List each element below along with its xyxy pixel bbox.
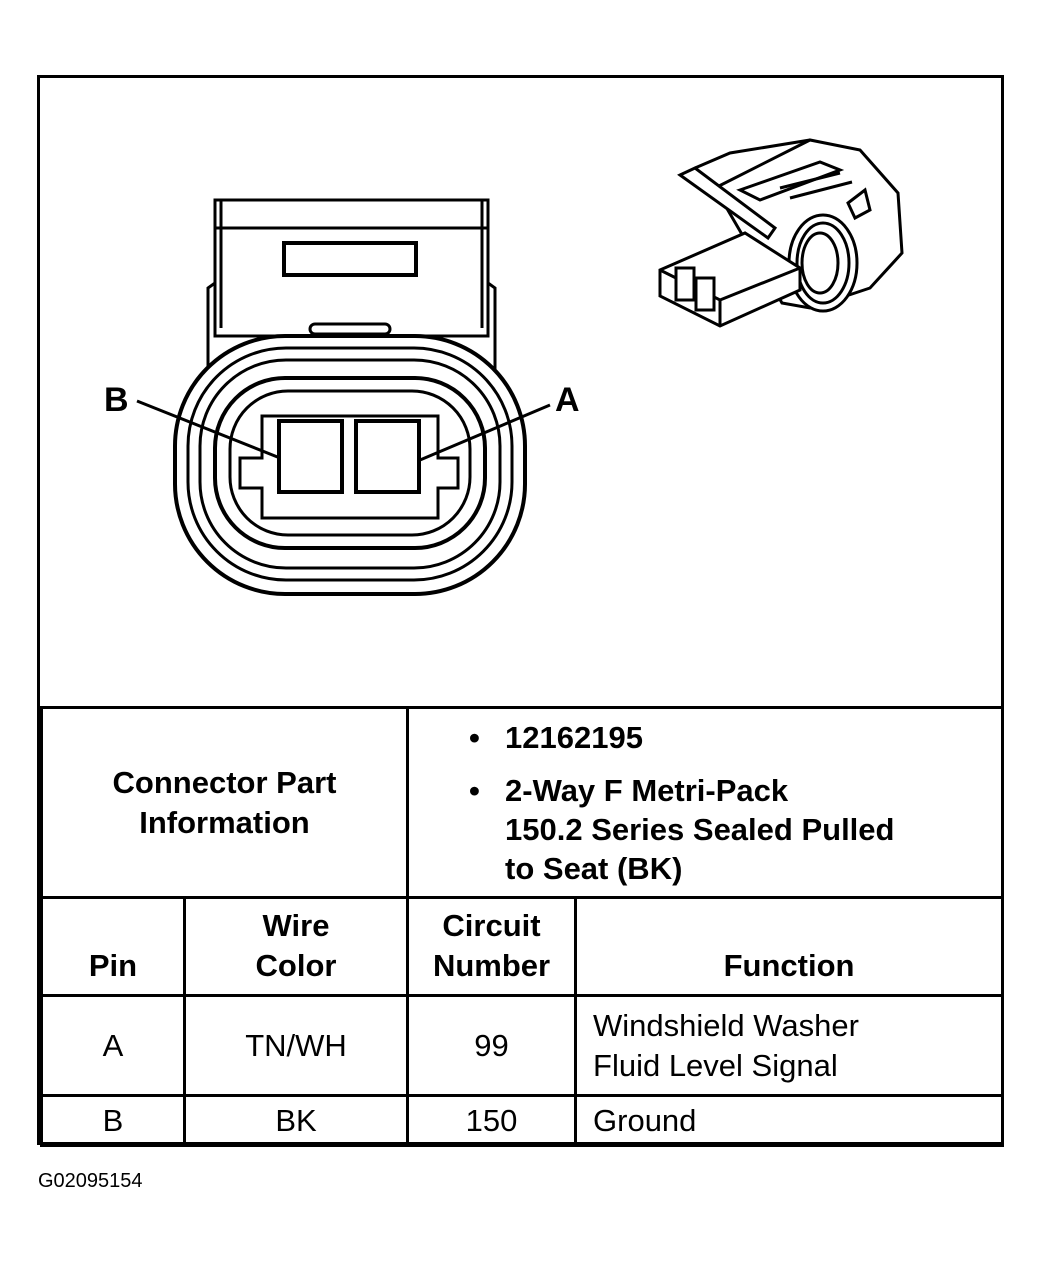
connector-part-label-line2: Information [139, 804, 310, 840]
row-b-function: Ground [574, 1094, 1005, 1147]
header-pin: Pin [40, 896, 186, 997]
header-wire-color: Wire Color [182, 896, 410, 997]
table-row: B BK 150 Ground [40, 1094, 1005, 1147]
connector-type-line3: to Seat (BK) [505, 850, 683, 886]
connector-part-row: Connector Part Information • 12162195 • … [39, 706, 1005, 899]
bullet-icon: • [469, 719, 480, 755]
connector-part-details: • 12162195 • 2-Way F Metri-Pack 150.2 Se… [406, 706, 1005, 899]
connector-drawing: B A [104, 138, 904, 596]
connector-isometric-view [658, 138, 904, 328]
row-b-pin: B [40, 1094, 186, 1147]
pin-a-label: A [555, 381, 580, 419]
pin-b-label: B [104, 381, 129, 419]
connector-diagram: B A [40, 78, 1001, 706]
row-a-circuit: 99 [406, 994, 578, 1097]
connector-type-line2: 150.2 Series Sealed Pulled [505, 811, 895, 847]
table-header-row: Pin Wire Color Circuit Number Function [40, 896, 1005, 997]
connector-type-line1: 2-Way F Metri-Pack [505, 772, 789, 808]
row-a-pin: A [40, 994, 186, 1097]
table-row: A TN/WH 99 Windshield Washer Fluid Level… [40, 994, 1005, 1097]
connector-face-view [136, 198, 551, 596]
row-b-circuit: 150 [406, 1094, 578, 1147]
connector-frame: B A Co [37, 75, 1005, 1147]
header-circuit-number: Circuit Number [406, 896, 578, 997]
row-a-wire-color: TN/WH [182, 994, 410, 1097]
bullet-icon: • [469, 772, 480, 808]
part-number: 12162195 [505, 719, 643, 755]
diagram-id: G02095154 [38, 1170, 143, 1192]
part-number-item: • 12162195 [409, 718, 1001, 757]
header-function: Function [574, 896, 1005, 997]
connector-type-item: • 2-Way F Metri-Pack 150.2 Series Sealed… [409, 771, 1001, 888]
row-b-wire-color: BK [182, 1094, 410, 1147]
connector-info-table: Connector Part Information • 12162195 • … [39, 706, 1005, 1147]
row-a-function: Windshield Washer Fluid Level Signal [574, 994, 1005, 1097]
connector-part-label: Connector Part Information [39, 706, 410, 899]
connector-part-label-line1: Connector Part [112, 764, 337, 800]
